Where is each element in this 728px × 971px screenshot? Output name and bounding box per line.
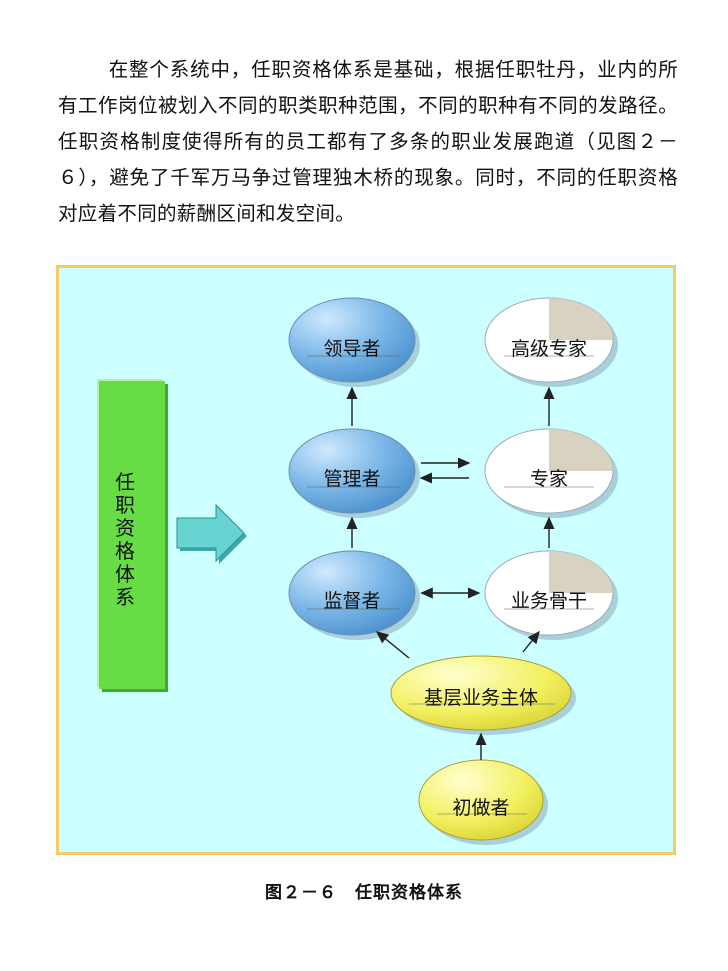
node-senior-expert [484,297,614,383]
label-supervisor: 监督者 [323,590,381,612]
node-backbone [484,550,614,636]
system-label: 任职资格体系 [115,470,135,609]
qualification-system-bar: 任职资格体系 [99,381,165,689]
body-paragraph: 在整个系统中，任职资格体系是基础，根据任职牡丹，业内的所有工作岗位被划入不同的职… [58,58,678,225]
flow-arrows [346,386,555,760]
career-path-figure: 任职资格体系 领导者 高级专家 管理者 专家 监督者 业务骨干 基层业务主体 初… [56,265,676,855]
node-base-staff [390,655,572,731]
label-expert: 专家 [529,468,568,490]
label-senior-expert: 高级专家 [510,338,587,360]
label-base-staff: 基层业务主体 [423,687,538,709]
node-manager [288,428,416,514]
figure-caption: 图２－６ 任职资格体系 [265,883,463,903]
label-leader: 领导者 [323,338,381,360]
label-manager: 管理者 [323,468,381,490]
label-backbone: 业务骨干 [510,590,587,612]
label-beginner: 初做者 [452,797,510,819]
career-path-diagram [176,297,618,845]
node-expert [484,428,614,514]
right-arrow-icon [176,503,247,564]
node-leader [288,297,416,383]
node-supervisor [288,550,416,636]
